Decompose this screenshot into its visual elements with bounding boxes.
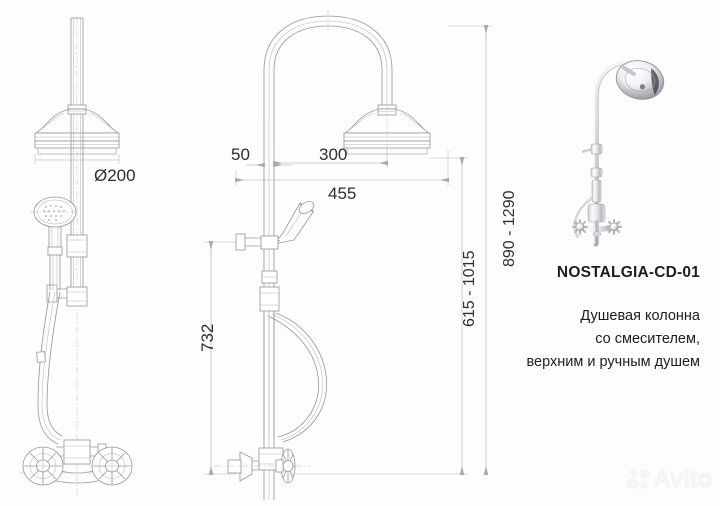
dimension-lines [204,25,492,475]
dimension-label-reach-300: 300 [319,145,348,164]
product-code: NOSTALGIA-CD-01 [420,264,700,282]
product-description-line-2: со смесителем, [595,331,700,347]
dimension-label-height-732: 732 [198,323,217,352]
product-photo [572,59,665,247]
avito-wordmark: Avito [653,464,713,492]
product-description-line-3: верхним и ручным душем [526,354,701,370]
front-view-group [20,16,134,496]
product-code-text: NOSTALGIA-CD-01 [556,264,700,281]
dimension-label-offset-50: 50 [231,145,250,164]
side-view-group [214,10,431,500]
dimension-label-reach-455: 455 [328,184,357,203]
dimension-label-diameter: Ø200 [94,166,136,185]
product-description-line-1: Душевая колонна [580,308,700,324]
avito-dots-icon [626,468,650,489]
avito-watermark: Avito [626,464,713,492]
dimension-label-height-890-1290: 890 - 1290 [501,190,518,267]
product-description: Душевая колонна со смесителем, верхним и… [400,305,701,374]
